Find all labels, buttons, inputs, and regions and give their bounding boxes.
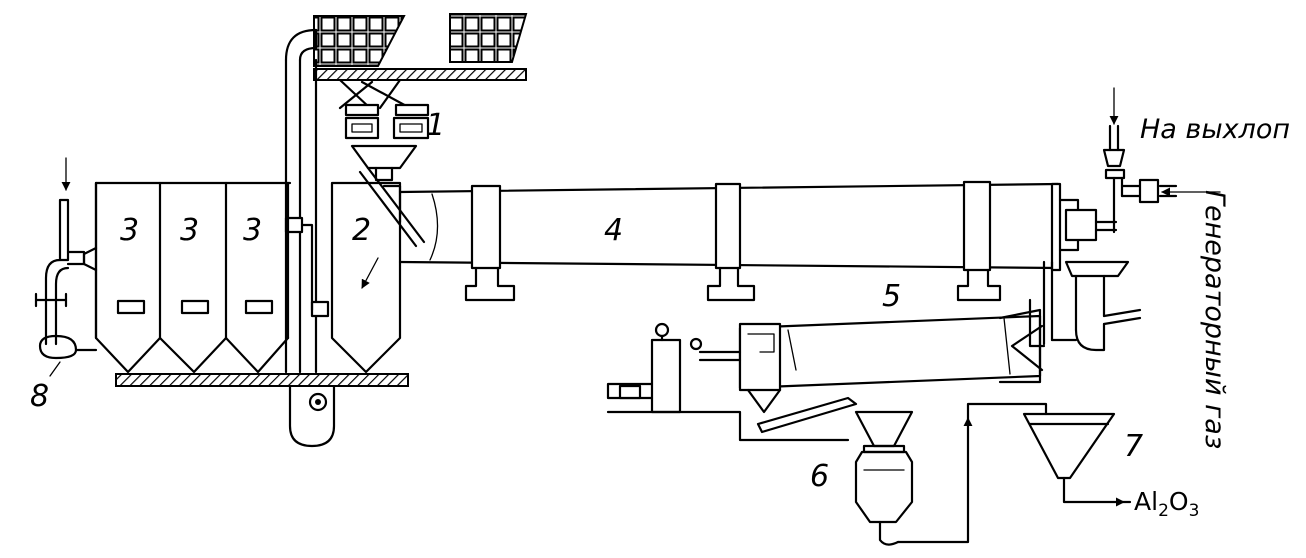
cooler-drum-5 — [606, 260, 1078, 442]
exhaust-and-gas — [1064, 124, 1178, 352]
label-7: 7 — [1124, 429, 1143, 464]
upper-platform — [313, 68, 527, 81]
caption-exhaust: На выхлоп — [1140, 114, 1290, 145]
mill-6 — [854, 402, 1048, 546]
separator-7 — [1022, 412, 1132, 504]
rotary-kiln-4 — [398, 180, 1118, 302]
caption-gas: Генераторный газ — [1199, 190, 1230, 449]
filter-grid-right — [449, 13, 528, 63]
label-2: 2 — [352, 213, 371, 248]
bag-filter — [313, 13, 528, 182]
label-3a: 3 — [120, 213, 139, 248]
label-5: 5 — [882, 279, 901, 314]
feeder-8 — [34, 198, 98, 360]
label-3c: 3 — [243, 213, 262, 248]
lower-platform — [115, 373, 409, 387]
label-1: 1 — [426, 108, 445, 143]
filter-grid-left — [313, 15, 406, 67]
mixer-2 — [330, 166, 426, 374]
raw-material-bunkers — [82, 181, 292, 374]
mixer-arrow — [361, 257, 379, 289]
bucket-elevator — [284, 28, 336, 448]
product-formula: Al2O3 — [1134, 487, 1199, 521]
label-4: 4 — [604, 213, 623, 248]
label-8: 8 — [30, 379, 49, 414]
label-6: 6 — [810, 459, 829, 494]
label-3b: 3 — [180, 213, 199, 248]
